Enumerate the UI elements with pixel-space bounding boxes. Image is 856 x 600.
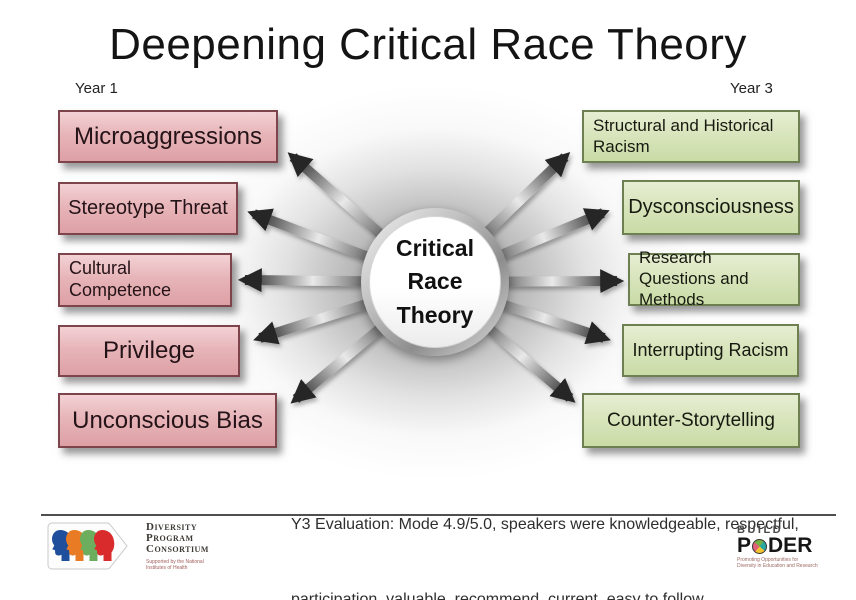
- footer-divider-line: [41, 514, 836, 516]
- evaluation-note: Y3 Evaluation: Mode 4.9/5.0, speakers we…: [291, 461, 836, 600]
- concept-box-structural-historical-racism: Structural and Historical Racism: [582, 110, 800, 163]
- build-label: BUILD: [737, 524, 784, 536]
- concept-label: Stereotype Threat: [68, 197, 228, 220]
- page-title: Deepening Critical Race Theory: [109, 20, 747, 69]
- evaluation-line-2: participation valuable, recommend, curre…: [291, 591, 704, 600]
- concept-box-research-questions-methods: Research Questions and Methods: [628, 248, 800, 309]
- center-line-2: Race: [407, 268, 463, 295]
- center-circle-label: Critical Race Theory: [369, 216, 501, 348]
- evaluation-line-1: Y3 Evaluation: Mode 4.9/5.0, speakers we…: [291, 515, 799, 533]
- center-line-3: Theory: [396, 301, 474, 328]
- diversity-program-consortium-logo: Diversity Program Consortium Supported b…: [45, 521, 209, 571]
- dpc-name-line-3: Consortium: [146, 543, 209, 555]
- concept-label: Dysconsciousness: [628, 196, 794, 219]
- concept-box-cultural-competence: Cultural Competence: [58, 253, 232, 307]
- build-poder-logo: BUILD P DER Promoting Opportunities for …: [737, 524, 818, 569]
- build-poder-tagline-1: Promoting Opportunities for: [737, 557, 799, 563]
- dpc-tagline-1: Supported by the National: [146, 559, 204, 565]
- build-poder-tagline-2: Diversity in Education and Research: [737, 563, 818, 569]
- concept-label: Research Questions and Methods: [639, 248, 749, 309]
- concept-box-stereotype-threat: Stereotype Threat: [58, 182, 238, 235]
- concept-label: Microaggressions: [73, 122, 263, 150]
- year-1-label: Year 1: [75, 80, 118, 97]
- dpc-tagline-2: Institutes of Health: [146, 565, 188, 571]
- concept-label: Privilege: [102, 337, 196, 365]
- poder-p: P: [737, 534, 752, 557]
- concept-box-counter-storytelling: Counter-Storytelling: [582, 393, 800, 448]
- concept-box-privilege: Privilege: [58, 325, 240, 377]
- center-line-1: Critical: [396, 234, 474, 261]
- concept-box-microaggressions: Microaggressions: [58, 110, 278, 163]
- concept-label: Structural and Historical Racism: [593, 115, 774, 156]
- concept-label: Counter-Storytelling: [607, 409, 775, 431]
- concept-box-unconscious-bias: Unconscious Bias: [58, 393, 277, 448]
- concept-box-interrupting-racism: Interrupting Racism: [622, 324, 799, 377]
- poder-label: P DER: [737, 534, 818, 557]
- concept-label: Cultural Competence: [69, 258, 172, 300]
- dpc-text-block: Diversity Program Consortium Supported b…: [146, 521, 209, 572]
- dpc-name-line-1: Diversity: [146, 521, 198, 533]
- center-circle: Critical Race Theory: [361, 208, 509, 356]
- dpc-name-line-2: Program: [146, 532, 194, 544]
- concept-label: Interrupting Racism: [632, 339, 789, 360]
- globe-icon: [752, 538, 768, 554]
- poder-der: DER: [768, 534, 813, 557]
- concept-label: Unconscious Bias: [72, 406, 263, 434]
- dpc-heads-badge: [47, 522, 128, 570]
- year-3-label: Year 3: [730, 80, 773, 97]
- concept-box-dysconsciousness: Dysconsciousness: [622, 180, 800, 235]
